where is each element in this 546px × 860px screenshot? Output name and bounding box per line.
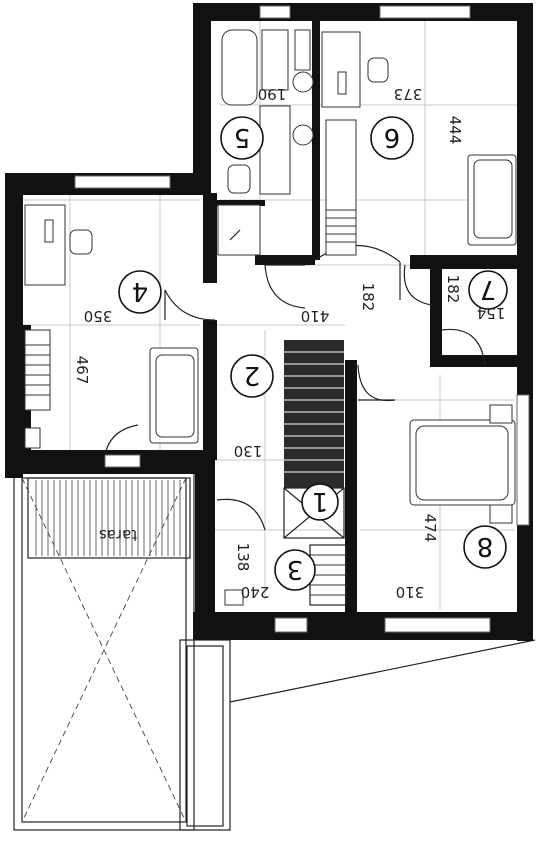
terrace-roof-strip-inner [186,645,224,827]
wardrobe-room-6 [325,119,357,256]
dim-373: 373 [394,85,423,103]
nightstand-1 [489,404,513,424]
roof-edge-line [229,639,536,703]
dim-154: 154 [477,304,506,322]
desk-room-4 [24,204,66,286]
door-room-7 [403,264,433,306]
stair-flight [284,340,344,488]
dim-130: 130 [234,442,263,460]
room-number-5: 5 [234,122,251,152]
room-number-4: 4 [132,276,149,306]
window-room-8 [384,617,491,633]
bathroom-cabinet [261,29,289,91]
room-marker-2: 2 [230,354,274,398]
doors [104,244,486,531]
chair-room-4 [69,229,93,255]
room-number-7: 7 [480,274,497,304]
door-room-8 [357,364,396,402]
room-marker-4: 4 [118,270,162,314]
room-number-3: 3 [287,554,304,584]
dim-190: 190 [258,85,287,103]
dim-350: 350 [84,307,113,325]
door-bathroom [264,264,306,309]
stair-number: 1 [312,486,329,516]
window-room-4-terrace [104,454,141,468]
door-room-6 [314,244,401,263]
dim-182-b: 182 [444,275,462,304]
door-room-3 [216,498,266,531]
dim-240: 240 [241,583,270,601]
terrace-diagonal-2 [21,477,187,823]
windows [74,5,530,633]
room-number-8: 8 [477,531,494,561]
toilet [227,164,251,194]
room-marker-6: 6 [370,116,414,160]
room-3-fixture [224,589,244,606]
door-room-4 [164,289,216,321]
chair-room-6 [367,57,389,83]
dim-310: 310 [396,583,425,601]
bathtub [221,29,258,106]
desk-room-6 [321,31,361,108]
dim-138: 138 [234,543,252,572]
bathroom-shelf [294,29,311,71]
room-marker-8: 8 [463,525,507,569]
sink-2 [292,124,314,146]
window-room-6 [379,5,471,19]
sink-1 [292,71,314,93]
wardrobe-room-4 [24,329,51,411]
terrace-pergola [27,477,191,559]
terrace-label: taras [99,526,137,544]
dim-444: 444 [446,116,464,145]
room-marker-3: 3 [274,549,316,591]
nightstand-2 [489,504,513,524]
furniture [24,29,517,606]
room-number-6: 6 [384,122,401,152]
room-marker-5: 5 [220,116,264,160]
stair-treads [284,351,344,473]
room-number-2: 2 [244,360,261,390]
stair-marker: 1 [301,483,339,521]
window-room-4 [74,175,171,189]
room-marker-7: 7 [468,270,508,310]
window-room-8-side [516,394,530,526]
room-markers: 2 3 4 5 6 7 8 1 [118,116,508,591]
dim-467: 467 [73,356,91,385]
terrace-pergola-slats [35,480,181,556]
shower [217,204,261,256]
door-room-7b [441,328,486,366]
window-bathroom [259,5,291,19]
dimension-labels: 373 190 444 350 410 182 182 154 467 130 … [73,85,505,601]
terrace: taras [13,469,536,831]
window-room-3 [274,617,308,633]
dim-182-a: 182 [359,283,377,312]
door-terrace [104,424,139,456]
dim-410: 410 [301,307,330,325]
dim-474: 474 [421,514,439,543]
bathroom-counter [259,105,291,195]
